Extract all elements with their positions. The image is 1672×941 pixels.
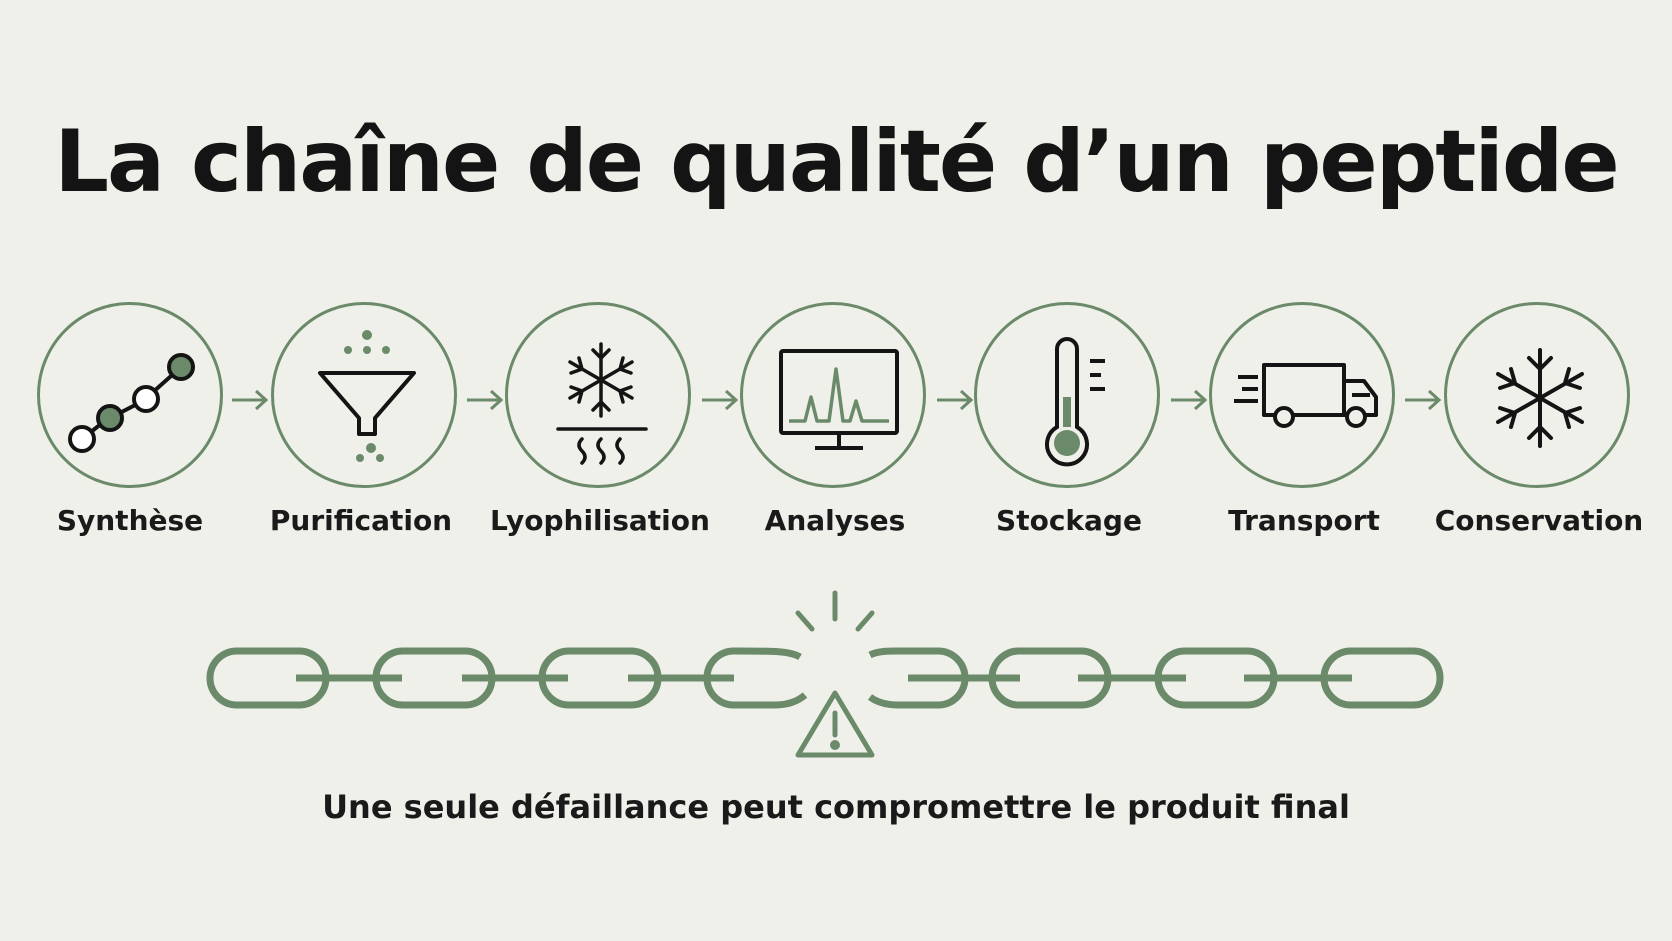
step-conservation bbox=[1444, 302, 1630, 488]
page-title: La chaîne de qualité d’un peptide bbox=[54, 112, 1620, 212]
arrow-icon bbox=[467, 389, 504, 411]
break-burst-icon bbox=[795, 590, 875, 632]
warning-icon bbox=[795, 690, 875, 758]
arrow-icon bbox=[702, 389, 739, 411]
freeze-dry-icon bbox=[556, 342, 648, 465]
chromatogram-monitor-icon bbox=[779, 349, 899, 450]
step-label-synthese: Synthèse bbox=[56, 504, 204, 537]
step-label-conservation: Conservation bbox=[1434, 504, 1644, 537]
footer-warning-text: Une seule défaillance peut compromettre … bbox=[322, 788, 1350, 826]
truck-icon bbox=[1234, 363, 1378, 428]
snowflake-icon bbox=[1496, 348, 1584, 448]
step-purification bbox=[271, 302, 457, 488]
step-label-analyses: Analyses bbox=[764, 504, 906, 537]
step-stockage bbox=[974, 302, 1160, 488]
funnel-icon bbox=[318, 330, 416, 462]
arrow-icon bbox=[937, 389, 974, 411]
arrow-icon bbox=[1171, 389, 1208, 411]
step-label-lyophilisation: Lyophilisation bbox=[490, 504, 710, 537]
step-label-purification: Purification bbox=[269, 504, 453, 537]
arrow-icon bbox=[232, 389, 269, 411]
thermometer-icon bbox=[1045, 337, 1105, 467]
step-label-stockage: Stockage bbox=[996, 504, 1142, 537]
step-synthese bbox=[37, 302, 223, 488]
broken-chain-illustration bbox=[206, 590, 1444, 758]
step-analyses bbox=[740, 302, 926, 488]
molecule-chain-icon bbox=[68, 353, 195, 453]
step-transport bbox=[1209, 302, 1395, 488]
step-label-transport: Transport bbox=[1228, 504, 1380, 537]
step-lyophilisation bbox=[505, 302, 691, 488]
arrow-icon bbox=[1405, 389, 1442, 411]
